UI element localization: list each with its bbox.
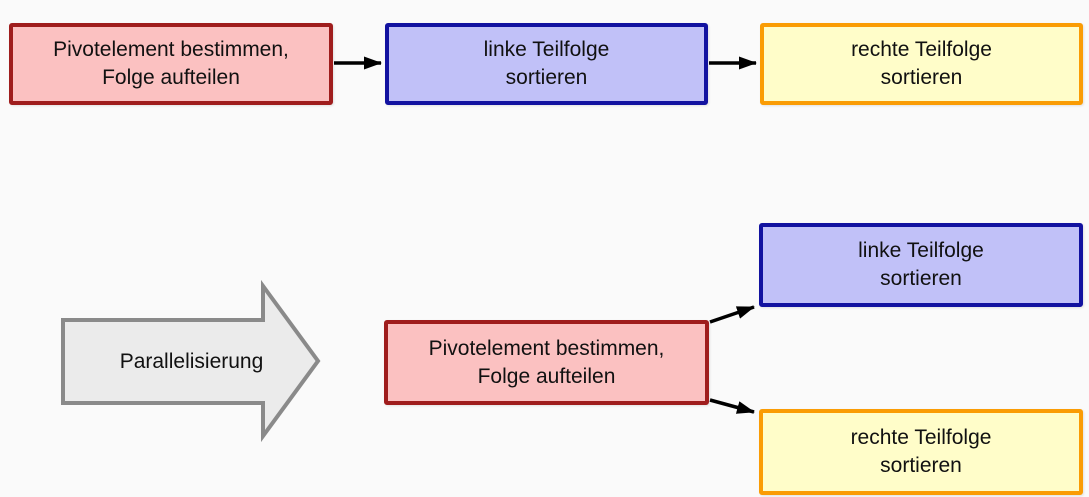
box-par-pivot: Pivotelement bestimmen, Folge aufteilen: [384, 320, 709, 405]
box-seq-right-subsequence: rechte Teilfolge sortieren: [760, 23, 1083, 105]
box-seq-pivot-line2: Folge aufteilen: [102, 66, 240, 89]
box-par-left-subsequence: linke Teilfolge sortieren: [759, 223, 1083, 307]
box-par-right-line2: sortieren: [880, 454, 962, 477]
box-par-right-subsequence: rechte Teilfolge sortieren: [759, 409, 1083, 495]
box-par-left-line1: linke Teilfolge: [858, 239, 984, 262]
parallelisierung-label: Parallelisierung: [119, 349, 264, 373]
box-seq-pivot: Pivotelement bestimmen, Folge aufteilen: [9, 23, 333, 105]
box-par-left-line2: sortieren: [880, 267, 962, 290]
box-seq-pivot-line1: Pivotelement bestimmen,: [53, 38, 289, 61]
box-seq-right-line1: rechte Teilfolge: [851, 38, 992, 61]
arrow-par-pivot-to-right: [709, 398, 755, 414]
box-par-pivot-line1: Pivotelement bestimmen,: [428, 336, 665, 360]
arrow-par-pivot-to-left: [709, 305, 755, 324]
box-seq-left-line1: linke Teilfolge: [483, 38, 610, 61]
box-seq-left-subsequence: linke Teilfolge sortieren: [385, 23, 708, 105]
box-par-pivot-line2: Folge aufteilen: [477, 364, 616, 388]
box-seq-right-line2: sortieren: [880, 66, 963, 89]
box-par-right-line1: rechte Teilfolge: [850, 426, 992, 449]
box-seq-left-line2: sortieren: [505, 66, 588, 89]
